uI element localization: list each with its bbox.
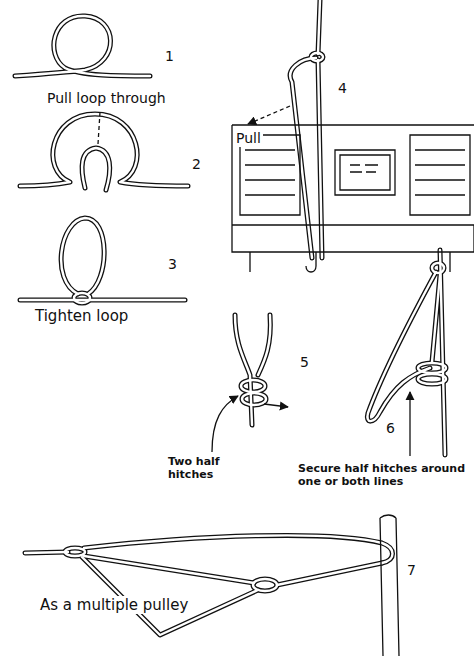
step-note: Pull loop through	[45, 90, 168, 107]
callout-number: 4	[336, 80, 349, 97]
callout-number: 6	[384, 420, 397, 437]
callout-number: 2	[190, 156, 203, 173]
callout-number: 1	[163, 48, 176, 65]
step-note: Tighten loop	[33, 307, 130, 325]
action-note: Pull	[234, 130, 263, 147]
figure-caption: As a multiple pulley	[38, 596, 190, 614]
callout-number: 5	[298, 354, 311, 371]
step-note: Two half hitches	[166, 455, 262, 481]
callout-number: 7	[405, 562, 418, 579]
callout-number: 3	[166, 256, 179, 273]
step-note: Secure half hitches around one or both l…	[296, 462, 468, 488]
